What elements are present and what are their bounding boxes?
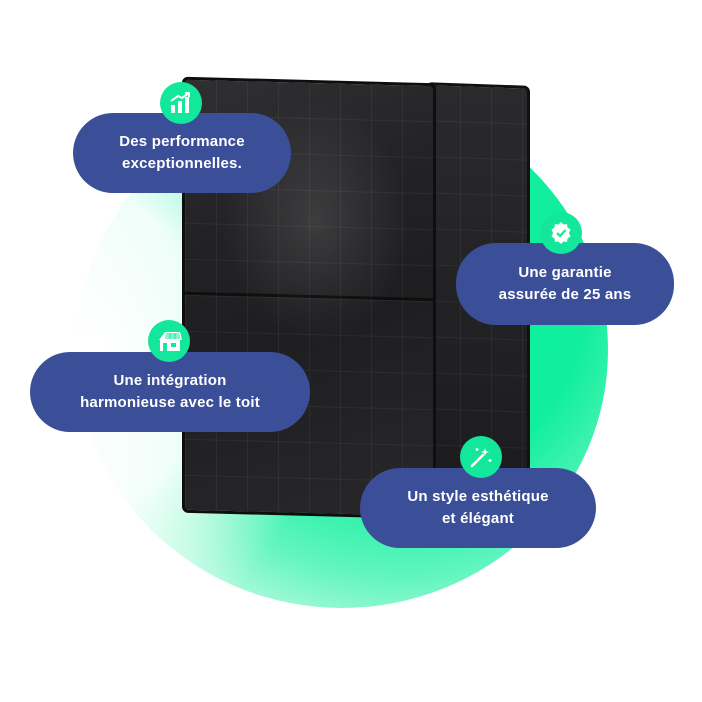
feature-performance-line1: Des performance bbox=[119, 133, 245, 150]
certified-badge-icon bbox=[540, 212, 582, 254]
feature-style-line1: Un style esthétique bbox=[407, 488, 549, 505]
feature-integration-line2: harmonieuse avec le toit bbox=[80, 394, 260, 411]
feature-style: Un style esthétique et élégant bbox=[360, 468, 596, 548]
feature-integration: Une intégration harmonieuse avec le toit bbox=[30, 352, 310, 432]
feature-style-line2: et élégant bbox=[441, 510, 515, 527]
chart-growth-icon bbox=[160, 82, 202, 124]
magic-wand-icon bbox=[460, 436, 502, 478]
feature-guarantee: Une garantie assurée de 25 ans bbox=[456, 243, 674, 325]
feature-guarantee-line2: assurée de 25 ans bbox=[498, 286, 632, 303]
feature-performance-line2: exceptionnelles. bbox=[122, 155, 242, 172]
feature-guarantee-line1: Une garantie bbox=[518, 264, 612, 281]
house-solar-roof-icon bbox=[148, 320, 190, 362]
feature-performance: Des performance exceptionnelles. bbox=[73, 113, 291, 193]
feature-integration-line1: Une intégration bbox=[113, 372, 227, 389]
